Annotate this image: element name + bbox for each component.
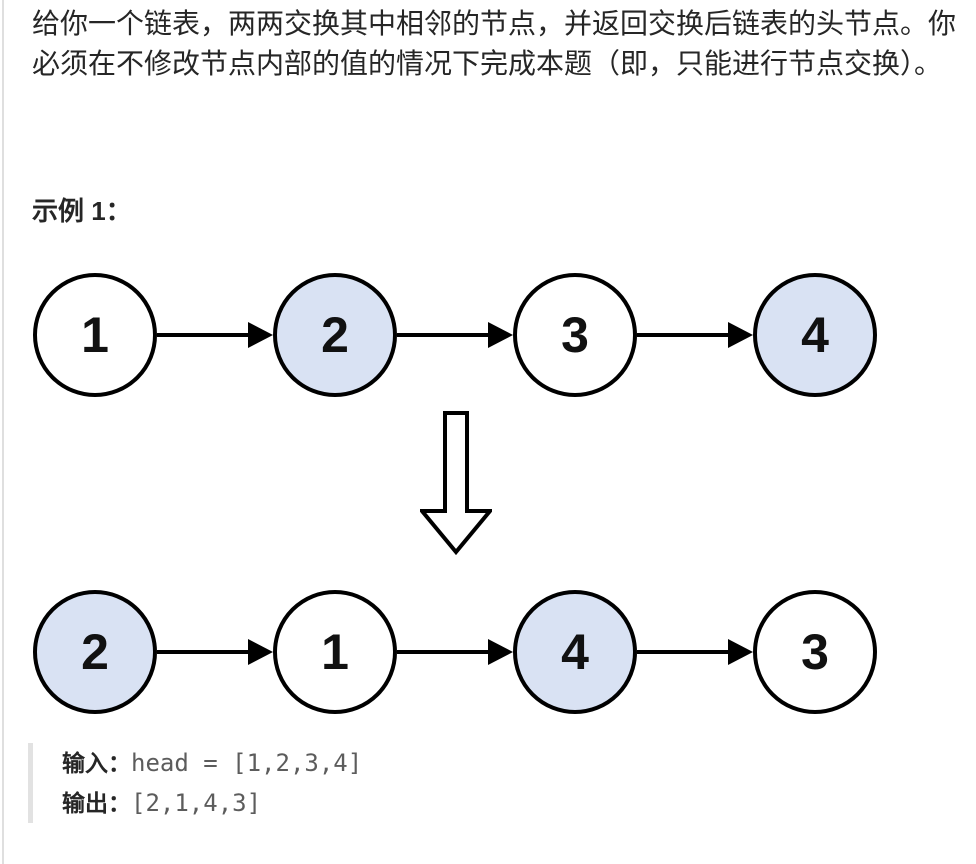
- down-arrow-icon: [420, 411, 492, 555]
- arrowhead-icon: [488, 639, 513, 665]
- arrowhead-icon: [728, 639, 753, 665]
- list-node: 4: [513, 590, 637, 714]
- page-left-divider: [2, 0, 4, 864]
- arrowhead-icon: [488, 322, 513, 348]
- next-pointer-arrow: [157, 639, 273, 665]
- next-pointer-arrow: [397, 322, 513, 348]
- example-io-block: 输入：head = [1,2,3,4] 输出：[2,1,4,3]: [28, 743, 362, 823]
- list-node: 2: [33, 590, 157, 714]
- next-pointer-arrow: [637, 639, 753, 665]
- example-output-line: 输出：[2,1,4,3]: [62, 783, 362, 823]
- example-input-line: 输入：head = [1,2,3,4]: [62, 743, 362, 783]
- output-label: 输出：: [62, 790, 131, 816]
- list-node: 1: [33, 273, 157, 397]
- input-label: 输入：: [62, 750, 131, 776]
- arrow-line: [397, 333, 489, 337]
- arrowhead-icon: [248, 639, 273, 665]
- next-pointer-arrow: [157, 322, 273, 348]
- list-node: 3: [513, 273, 637, 397]
- example-heading: 示例 1：: [32, 196, 132, 226]
- list-node: 2: [273, 273, 397, 397]
- arrow-line: [157, 333, 249, 337]
- arrowhead-icon: [728, 322, 753, 348]
- arrowhead-icon: [248, 322, 273, 348]
- list-node: 1: [273, 590, 397, 714]
- arrow-line: [397, 650, 489, 654]
- output-value: [2,1,4,3]: [131, 789, 262, 817]
- input-value: head = [1,2,3,4]: [131, 749, 363, 777]
- list-node: 4: [753, 273, 877, 397]
- list-node: 3: [753, 590, 877, 714]
- next-pointer-arrow: [397, 639, 513, 665]
- next-pointer-arrow: [637, 322, 753, 348]
- problem-statement: 给你一个链表，两两交换其中相邻的节点，并返回交换后链表的头节点。你必须在不修改节…: [32, 8, 957, 79]
- arrow-line: [157, 650, 249, 654]
- arrow-line: [637, 333, 729, 337]
- arrow-line: [637, 650, 729, 654]
